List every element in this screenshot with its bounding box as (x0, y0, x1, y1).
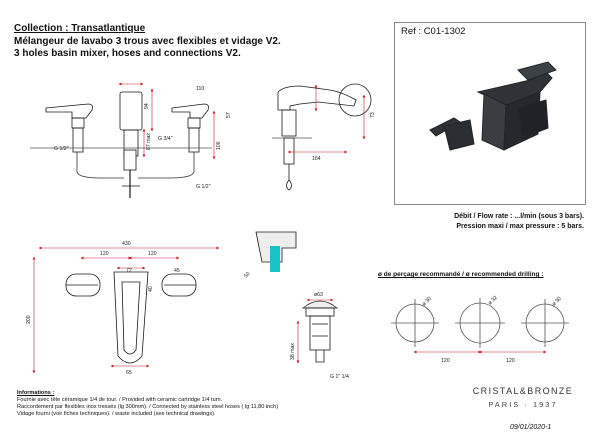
document-date: 09/01/2020-1 (510, 424, 552, 431)
info-line-3: Vidage fourni (voir fiches techniques). … (17, 411, 216, 417)
dim-g1-quarter: G 1" 1/4 (330, 374, 349, 380)
dim-g34: G 3/4" (158, 136, 173, 142)
dim-g12-side: G 1/2" (196, 184, 211, 190)
waste-plug (301, 300, 339, 363)
dim-57: 57 (226, 112, 232, 118)
dim-430: 430 (122, 241, 131, 247)
dim-87-max: 87 max (146, 133, 152, 150)
dim-120-left: 120 (100, 251, 109, 257)
front-elevation (30, 91, 212, 198)
max-pressure: Pression maxi / max pressure : 5 bars. (456, 223, 584, 230)
drilling-title: ø de perçage recommandé / ø recommended … (378, 271, 544, 278)
flow-spec: Débit / Flow rate : ...l/min (sous 3 bar… (454, 212, 584, 232)
dim-120-right: 120 (148, 251, 157, 257)
dim-phi30-left: ø 30 (421, 296, 433, 308)
dim-45: 45 (174, 268, 180, 274)
dim-phi30-right: ø 30 (551, 296, 563, 308)
detail-crop (255, 231, 297, 272)
dim-106: 106 (216, 141, 222, 150)
dim-phi63: ø63 (314, 292, 323, 298)
product-name-fr: Mélangeur de lavabo 3 trous avec flexibl… (14, 35, 281, 47)
dim-72: 72 (126, 268, 132, 274)
dim-120-drill-left: 120 (441, 358, 450, 364)
information-block: Informations : Fournie avec tête céramiq… (17, 390, 278, 418)
dim-65: 65 (126, 370, 132, 376)
dim-g12-front: G 1/2" (54, 146, 69, 152)
product-photo-frame (394, 22, 586, 205)
title-block: Collection : Transatlantique Mélangeur d… (14, 23, 281, 61)
product-name-en: 3 holes basin mixer, hoses and connectio… (14, 48, 241, 59)
dim-110: 110 (196, 86, 204, 92)
dim-50: 50 (243, 271, 251, 279)
dim-94: 94 (144, 103, 150, 109)
product-photo (429, 61, 557, 151)
dim-164: 164 (312, 156, 321, 162)
collection-title: Collection : Transatlantique (14, 23, 146, 34)
dim-120-drill-right: 120 (506, 358, 515, 364)
dim-200: 200 (26, 315, 32, 324)
dim-73: 73 (370, 112, 376, 118)
info-title: Informations : (17, 390, 55, 396)
side-elevation (272, 83, 372, 191)
flow-rate: Débit / Flow rate : ...l/min (sous 3 bar… (454, 213, 584, 220)
reference-label: Ref : C01-1302 (401, 26, 466, 37)
dim-38-max: 38 max (290, 343, 296, 360)
dim-40: 40 (148, 286, 154, 292)
brand-city: PARIS · 1937 (488, 400, 558, 409)
brand-name: CRISTAL&BRONZE (472, 386, 574, 396)
info-line-2: Raccordement par flexibles inox tressés … (17, 404, 279, 410)
plan-view (65, 271, 197, 364)
drilling-circles (391, 298, 569, 348)
info-line-1: Fournie avec tête céramique 1/4 de tour.… (17, 397, 223, 403)
dim-phi32: ø 32 (487, 295, 499, 307)
dimension-lines (32, 82, 547, 374)
